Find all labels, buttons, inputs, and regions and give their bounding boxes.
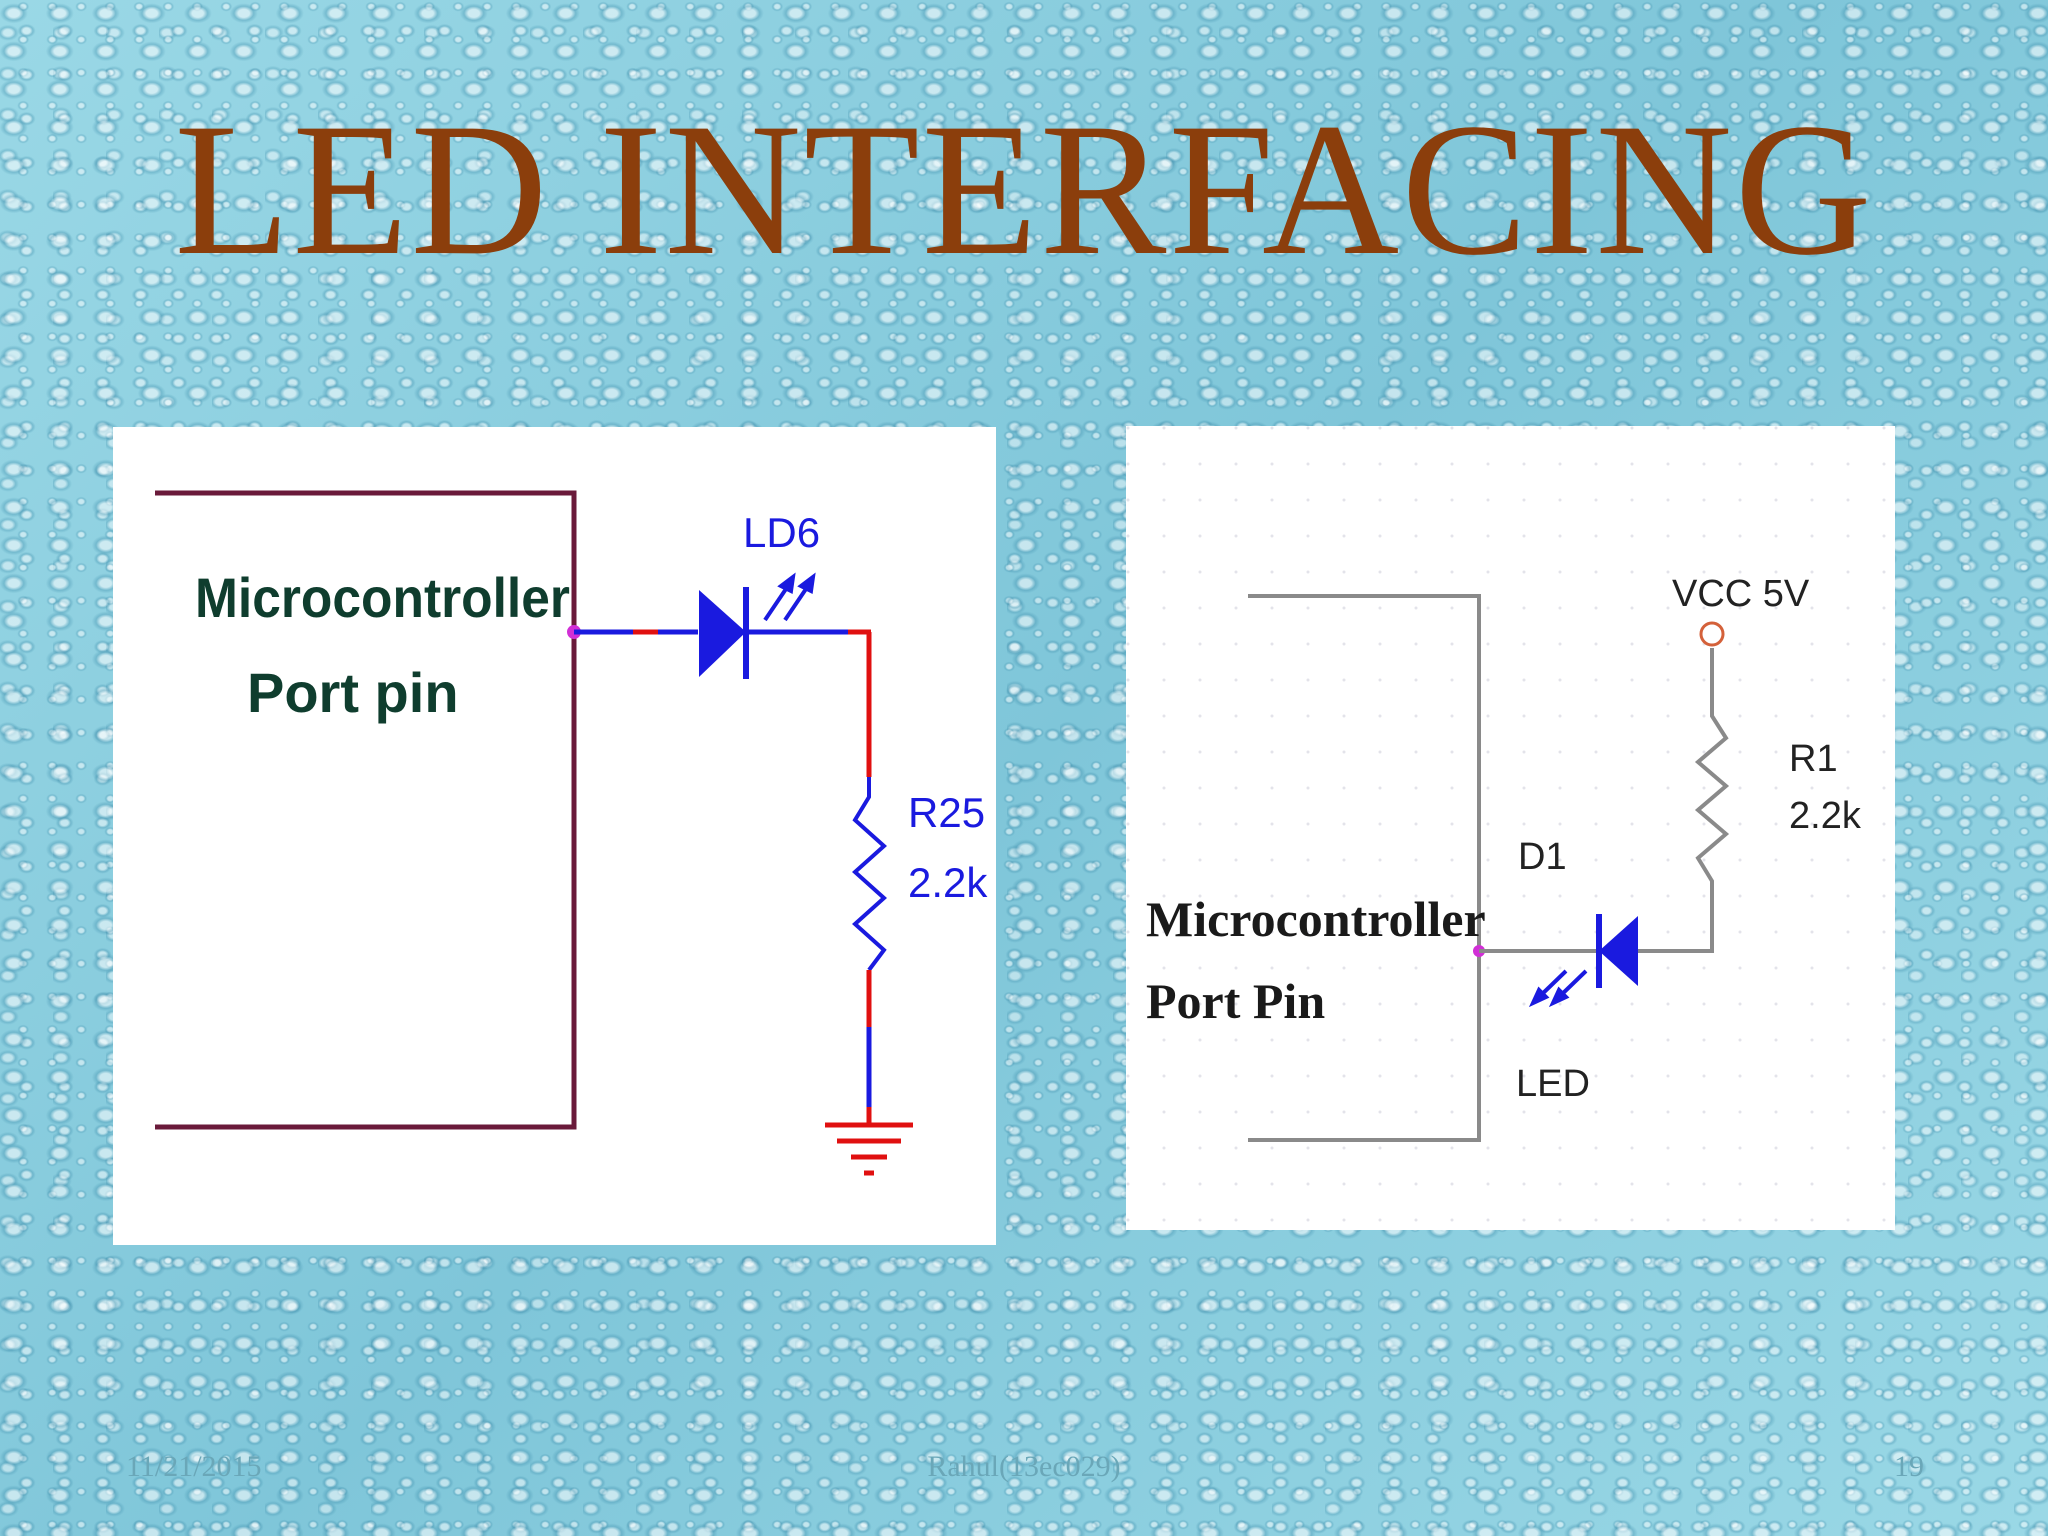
resistor-r1-value: 2.2k — [1789, 795, 1862, 837]
vcc-terminal — [1699, 621, 1725, 647]
right-block-label-line2: Port Pin — [1146, 973, 1325, 1029]
led-label-ld6: LD6 — [743, 509, 820, 556]
diode-led-label: LED — [1516, 1063, 1590, 1105]
footer-page-number: 19 — [1894, 1450, 1924, 1483]
footer-date: 11/21/2015 — [126, 1450, 262, 1483]
grid-background — [1126, 426, 1895, 1230]
led-diode-symbol — [1599, 916, 1638, 986]
resistor-r25-value: 2.2k — [908, 859, 988, 906]
led-emission-arrows — [1528, 969, 1588, 1008]
footer-author: Rahul(13ec029) — [927, 1450, 1121, 1483]
microcontroller-block-outline — [155, 490, 577, 1130]
ground-symbol — [825, 1122, 913, 1176]
resistor-r25-name: R25 — [908, 789, 985, 836]
right-block-label-line1: Microcontroller — [1146, 891, 1486, 947]
microcontroller-block-outline — [1248, 594, 1481, 1142]
left-circuit-diagram: Microcontroller Port pin LD6 R25 2.2k — [113, 427, 996, 1245]
resistor-r1-symbol — [1694, 648, 1730, 896]
left-block-label-line1: Microcontroller — [195, 567, 570, 629]
led-emission-arrows — [763, 572, 816, 622]
resistor-r25-symbol — [852, 777, 887, 972]
vcc-label: VCC 5V — [1672, 573, 1810, 615]
right-circuit-diagram: VCC 5V R1 2.2k D1 LED Microcontroller Po… — [1126, 426, 1895, 1230]
right-circuit-svg: VCC 5V R1 2.2k D1 LED Microcontroller Po… — [1126, 426, 1895, 1230]
wire-led-to-resistor — [1638, 896, 1714, 953]
left-circuit-svg: Microcontroller Port pin LD6 R25 2.2k — [155, 490, 988, 1176]
slide-title: LED INTERFACING — [174, 85, 1874, 295]
diode-d1-name: D1 — [1518, 836, 1567, 878]
resistor-r1-name: R1 — [1789, 738, 1838, 780]
led-diode-symbol — [699, 590, 746, 677]
left-block-label-line2: Port pin — [247, 661, 459, 724]
